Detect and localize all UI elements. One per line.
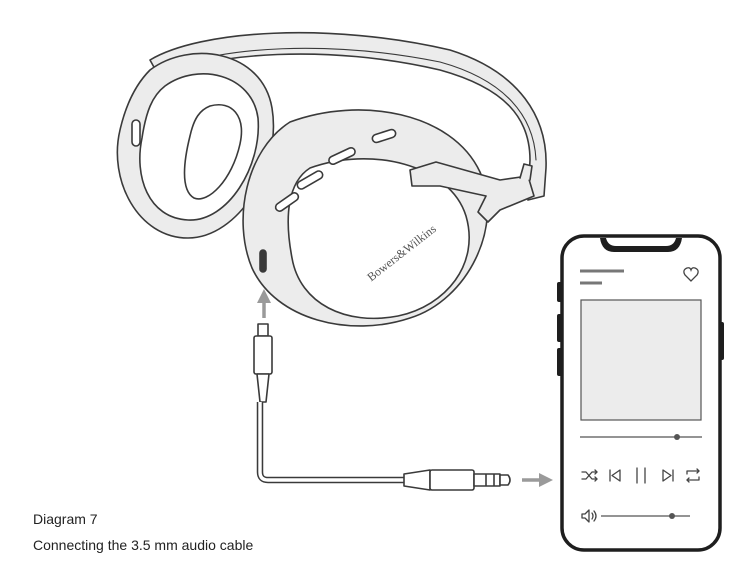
diagram-subtitle: Connecting the 3.5 mm audio cable [33, 537, 254, 553]
smartphone [557, 234, 724, 552]
cable-plug-tip-top [257, 323, 269, 337]
next-icon[interactable] [662, 469, 674, 482]
headband [149, 31, 547, 201]
repeat-icon[interactable] [686, 468, 700, 483]
headphones [116, 31, 547, 327]
pause-icon[interactable] [636, 467, 646, 484]
yoke [409, 161, 535, 223]
cable-plug-jack [429, 469, 475, 491]
album-art [580, 299, 702, 421]
audio-cable [253, 323, 511, 491]
phone-notch [600, 238, 682, 252]
shuffle-icon[interactable] [581, 469, 598, 482]
earcup-button-2 [296, 170, 324, 190]
earcup-button-4 [371, 128, 397, 144]
volume-handle[interactable] [669, 513, 675, 519]
cable-wire [256, 402, 404, 484]
progress-handle[interactable] [674, 434, 680, 440]
heart-icon[interactable] [683, 267, 699, 282]
cable-plug-top [253, 335, 273, 375]
audio-port [259, 249, 267, 273]
left-earcup [116, 52, 275, 239]
diagram-title: Diagram 7 [33, 511, 98, 527]
left-earcup-button [131, 119, 141, 147]
previous-icon[interactable] [609, 469, 621, 482]
right-earcup [242, 109, 535, 327]
volume-icon[interactable] [581, 509, 597, 523]
earcup-button-1 [274, 192, 300, 212]
earcup-button-3 [328, 146, 356, 166]
